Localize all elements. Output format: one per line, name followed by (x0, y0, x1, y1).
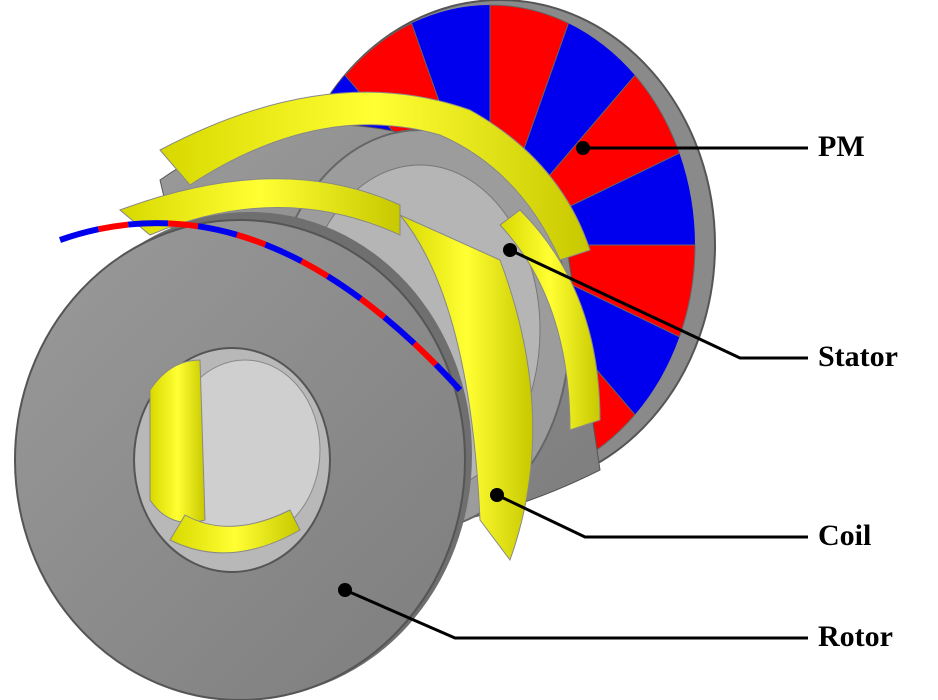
label-coil: Coil (818, 519, 872, 552)
label-stator: Stator (818, 340, 898, 373)
leader-stator (503, 243, 808, 360)
rotor (14, 212, 472, 700)
label-pm: PM (818, 130, 865, 163)
coils (119, 91, 601, 562)
label-rotor: Rotor (818, 620, 893, 653)
leader-pm (576, 141, 808, 155)
leader-coil (490, 488, 808, 539)
leader-rotor (338, 583, 808, 640)
